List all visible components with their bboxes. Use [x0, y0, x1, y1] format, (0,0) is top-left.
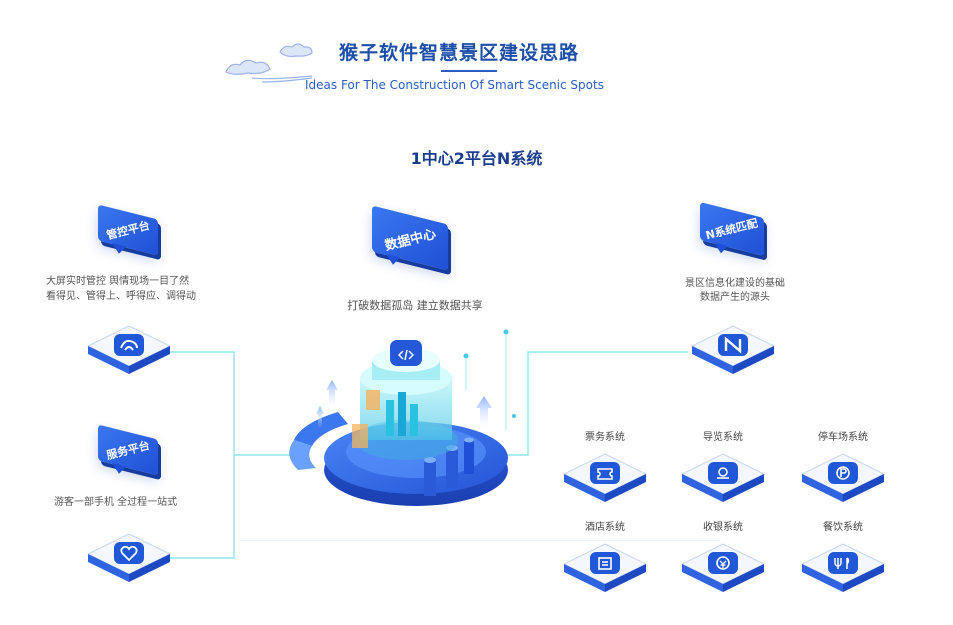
n-system-label: N系统匹配: [704, 216, 760, 243]
section-subtitle: 1中心2平台N系统: [410, 149, 543, 168]
n-system-card[interactable]: [690, 322, 776, 378]
monkey-icon: [120, 339, 138, 351]
system-label: 票务系统: [585, 432, 625, 443]
system-label: 停车场系统: [818, 432, 868, 443]
system-card[interactable]: [680, 450, 766, 506]
dining-icon: [834, 557, 850, 569]
system-label: 餐饮系统: [823, 522, 863, 533]
system-card[interactable]: [562, 450, 648, 506]
service-platform-card[interactable]: [86, 530, 172, 586]
hotel-icon: [598, 557, 612, 570]
system-label: 收银系统: [703, 522, 743, 533]
system-label: 酒店系统: [585, 522, 625, 533]
code-icon: [398, 349, 414, 361]
system-card[interactable]: [562, 540, 648, 596]
system-card[interactable]: [800, 540, 886, 596]
system-card[interactable]: [800, 450, 886, 506]
n-system-caption-1: 景区信息化建设的基础: [685, 278, 785, 289]
heart-icon: [120, 545, 138, 562]
n-system-caption-2: 数据产生的源头: [700, 292, 770, 303]
system-card[interactable]: [680, 540, 766, 596]
map-pin-icon: [717, 467, 729, 479]
page-title: 猴子软件智慧景区建设思路: [339, 42, 580, 64]
data-center-caption: 打破数据孤岛 建立数据共享: [347, 299, 483, 312]
service-platform-caption: 游客一部手机 全过程一站式: [54, 497, 178, 508]
n-letter-icon: [724, 336, 742, 354]
service-platform-label: 服务平台: [105, 438, 152, 463]
control-platform-caption-1: 大屏实时管控 舆情现场一目了然: [46, 276, 190, 287]
data-center-illustration: [289, 329, 516, 506]
cloud-decoration-icon: [225, 43, 313, 83]
control-platform-card[interactable]: [86, 322, 172, 378]
data-center-label: 数据中心: [383, 226, 438, 254]
control-platform-label: 管控平台: [105, 218, 152, 243]
cashier-icon: [716, 556, 730, 570]
parking-icon: [836, 466, 850, 480]
control-platform-caption-2: 看得见、管得上、呼得应、调得动: [46, 291, 196, 302]
title-divider: [441, 70, 497, 72]
system-label: 导览系统: [703, 432, 743, 443]
ticket-icon: [597, 468, 613, 480]
page-title-english: Ideas For The Construction Of Smart Scen…: [305, 78, 604, 92]
